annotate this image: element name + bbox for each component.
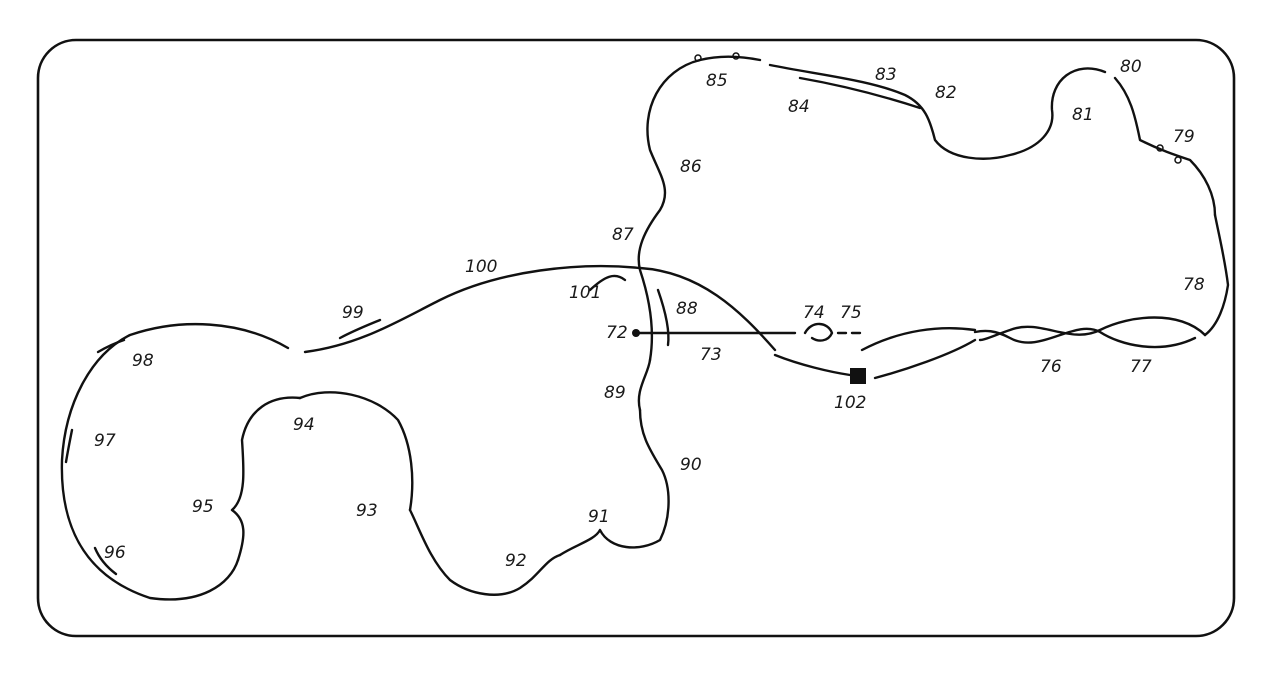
- label-85: 85: [706, 71, 728, 91]
- strand-arc-101-cross: [588, 274, 627, 292]
- strand-left-lobe: [60, 323, 290, 601]
- label-72: 72: [606, 323, 628, 343]
- label-90: 90: [680, 455, 702, 475]
- strand-left-lobe-arc96: [93, 546, 118, 576]
- label-74: 74: [803, 303, 825, 323]
- strand-top-84-83: [768, 63, 1107, 160]
- label-91: 91: [588, 507, 610, 527]
- strand-arc-100: [303, 264, 777, 354]
- marker-79-a: [1156, 144, 1164, 152]
- strand-bump-92-91: [558, 408, 670, 557]
- strand-lower-89: [637, 358, 652, 412]
- strand-left-lobe-arc98: [96, 338, 126, 354]
- strand-to-102-right: [873, 338, 977, 380]
- strand-upper-right-to-twist: [860, 327, 977, 352]
- strand-bump-95: [230, 396, 302, 562]
- label-79: 79: [1173, 127, 1195, 147]
- label-89: 89: [604, 383, 626, 403]
- label-78: 78: [1183, 275, 1205, 295]
- label-99: 99: [342, 303, 364, 323]
- strand-arc-99-cross: [338, 318, 382, 340]
- strand-bump-94: [298, 391, 414, 512]
- label-97: 97: [94, 431, 116, 451]
- label-98: 98: [132, 351, 154, 371]
- label-73: 73: [700, 345, 722, 365]
- label-101: 101: [569, 283, 601, 303]
- marker-79-b: [1174, 156, 1182, 164]
- label-100: 100: [465, 257, 497, 277]
- label-96: 96: [104, 543, 126, 563]
- strand-right-78: [1203, 213, 1230, 337]
- label-87: 87: [612, 225, 634, 245]
- marker-85-b: [732, 52, 740, 60]
- label-93: 93: [356, 501, 378, 521]
- strand-top-80-79: [1113, 76, 1217, 217]
- strand-vertical-86-87: [637, 58, 702, 362]
- endpoint-72-dot: [632, 329, 640, 337]
- label-102: 102: [834, 393, 866, 413]
- label-76: 76: [1040, 357, 1062, 377]
- diagram-frame: [36, 38, 1236, 638]
- strand-twist-lower: [973, 327, 1197, 349]
- label-84: 84: [788, 97, 810, 117]
- strand-to-102-left: [773, 353, 852, 377]
- label-80: 80: [1120, 57, 1142, 77]
- label-86: 86: [680, 157, 702, 177]
- strand-vertical-88: [656, 288, 670, 347]
- label-82: 82: [935, 83, 957, 103]
- marker-85-a: [694, 54, 702, 62]
- strand-bump-93: [408, 508, 562, 596]
- label-81: 81: [1072, 105, 1094, 125]
- label-92: 92: [505, 551, 527, 571]
- strand-hook-74: [803, 322, 834, 342]
- strand-top-loop: [698, 55, 762, 62]
- endpoint-102-square: [850, 368, 866, 384]
- label-83: 83: [875, 65, 897, 85]
- label-94: 94: [293, 415, 315, 435]
- label-75: 75: [840, 303, 862, 323]
- strand-top-84-cross: [798, 76, 922, 110]
- strand-left-lobe-arc97: [64, 428, 74, 464]
- label-77: 77: [1130, 357, 1152, 377]
- label-95: 95: [192, 497, 214, 517]
- label-88: 88: [676, 299, 698, 319]
